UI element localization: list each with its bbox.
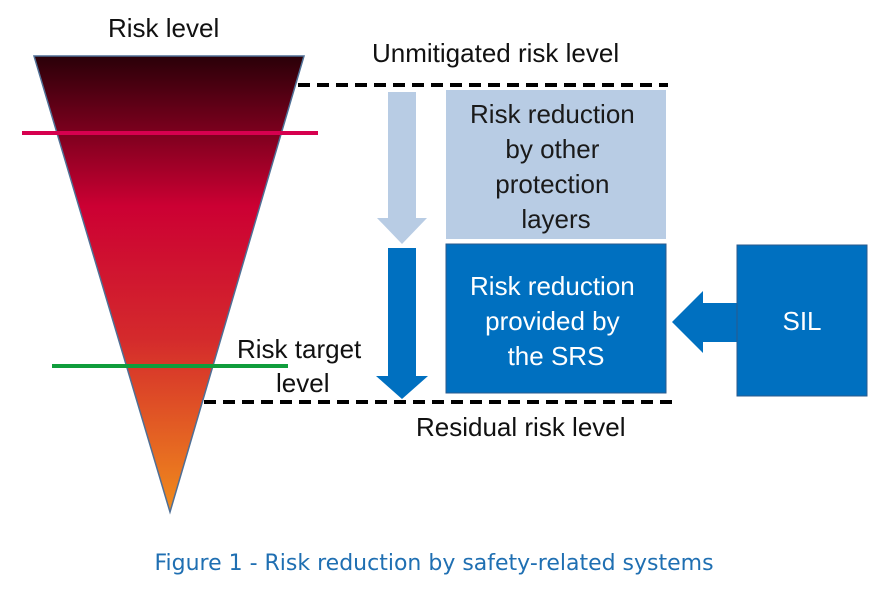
sil-label: SIL bbox=[782, 306, 821, 336]
other-layers-box bbox=[446, 90, 666, 239]
other-layers-line-2: by other bbox=[505, 134, 599, 164]
srs-line-3: the SRS bbox=[508, 341, 605, 371]
srs-arrow bbox=[376, 248, 428, 399]
svg-text:Risk reduction by other: Risk reduction by other protection layer… bbox=[470, 99, 642, 234]
sil-arrow bbox=[672, 291, 737, 353]
other-layers-line-3: protection bbox=[495, 169, 609, 199]
risk-target-label-line-1: Risk target bbox=[237, 334, 362, 364]
srs-box bbox=[445, 243, 667, 394]
other-layers-arrow bbox=[377, 92, 427, 244]
svg-text:Risk reduction provided by: Risk reduction provided by the SRS bbox=[470, 271, 642, 371]
risk-triangle bbox=[32, 55, 306, 515]
sil-box bbox=[736, 244, 868, 397]
unmitigated-risk-label: Unmitigated risk level bbox=[372, 38, 619, 68]
srs-line-1: Risk reduction bbox=[470, 271, 635, 301]
other-layers-line-4: layers bbox=[521, 204, 590, 234]
risk-target-label-line-2: level bbox=[276, 368, 329, 398]
figure-caption: Figure 1 - Risk reduction by safety-rela… bbox=[154, 551, 713, 576]
srs-line-2: provided by bbox=[485, 306, 619, 336]
risk-level-label: Risk level bbox=[108, 13, 219, 43]
residual-risk-label: Residual risk level bbox=[416, 412, 626, 442]
other-layers-line-1: Risk reduction bbox=[470, 99, 635, 129]
